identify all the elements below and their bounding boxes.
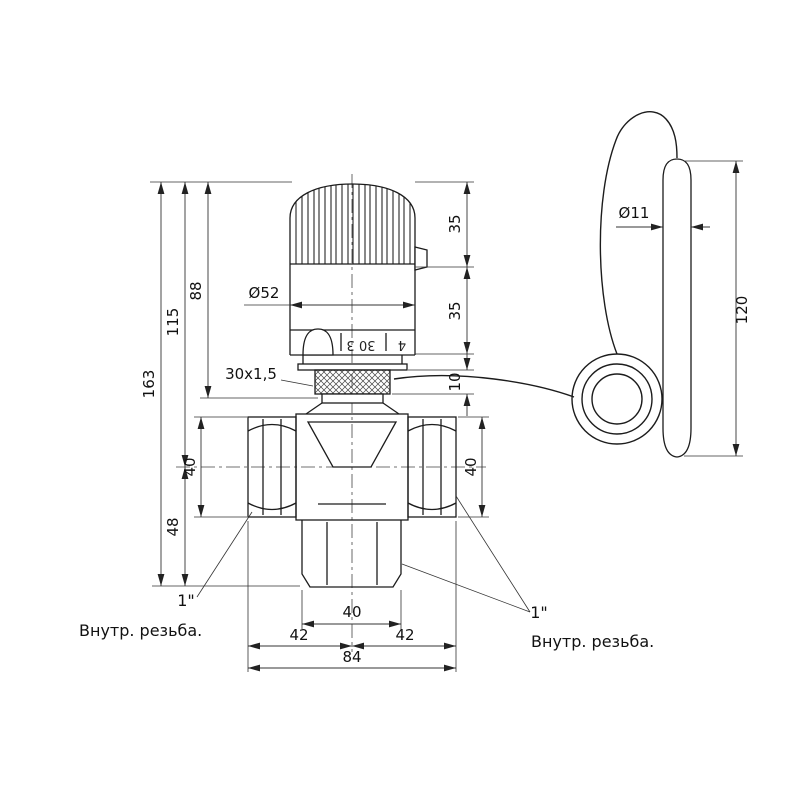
- dim-sensor-length: 120: [733, 296, 751, 325]
- head-collar: [321, 393, 384, 404]
- capillary-coil: [571, 353, 663, 445]
- right-thread-size: 1": [530, 603, 548, 622]
- thread-nut: [314, 369, 391, 395]
- head-clip-tab: [414, 246, 428, 271]
- dim-sensor-diameter: Ø11: [619, 204, 650, 222]
- right-thread-label: Внутр. резьба.: [531, 632, 654, 651]
- dim-thread-spec: 30x1,5: [225, 365, 277, 383]
- bottom-port-hex: [301, 520, 402, 588]
- dim-head-top: 35: [446, 214, 464, 233]
- dim-left-span: 42: [289, 626, 308, 644]
- dim-thread-length: 10: [446, 372, 464, 391]
- dial-scale-text: 30 3: [347, 337, 376, 352]
- left-thread-label: Внутр. резьба.: [79, 621, 202, 640]
- dim-left-port-size: 40: [181, 457, 199, 476]
- dim-overall-height: 163: [140, 370, 158, 399]
- dim-head-mid: 35: [446, 301, 464, 320]
- left-port-hex: [247, 416, 297, 518]
- centerlines: [176, 174, 486, 652]
- remote-sensor-bulb: [662, 158, 692, 458]
- dim-head-section: 88: [187, 281, 205, 300]
- dim-head-diameter: Ø52: [249, 284, 280, 302]
- dim-outlet-width: 40: [342, 603, 361, 621]
- dim-total-width: 84: [342, 648, 361, 666]
- head-flange: [297, 363, 408, 371]
- leader-lines: [196, 495, 531, 613]
- dim-right-span: 42: [395, 626, 414, 644]
- dim-right-port-size: 40: [462, 457, 480, 476]
- extension-lines: [150, 160, 743, 672]
- head-ribs: [295, 184, 411, 264]
- dial-pointer: [302, 328, 334, 356]
- left-thread-size: 1": [177, 591, 195, 610]
- dim-lower-section: 48: [164, 517, 182, 536]
- dim-upper-section: 115: [164, 308, 182, 337]
- right-port-hex: [407, 416, 457, 518]
- dimension-lines: [157, 161, 740, 672]
- dial-scale-number: 4: [398, 337, 406, 352]
- thermostatic-head: 30 3 4: [289, 183, 428, 415]
- capillary-tube: [393, 111, 678, 398]
